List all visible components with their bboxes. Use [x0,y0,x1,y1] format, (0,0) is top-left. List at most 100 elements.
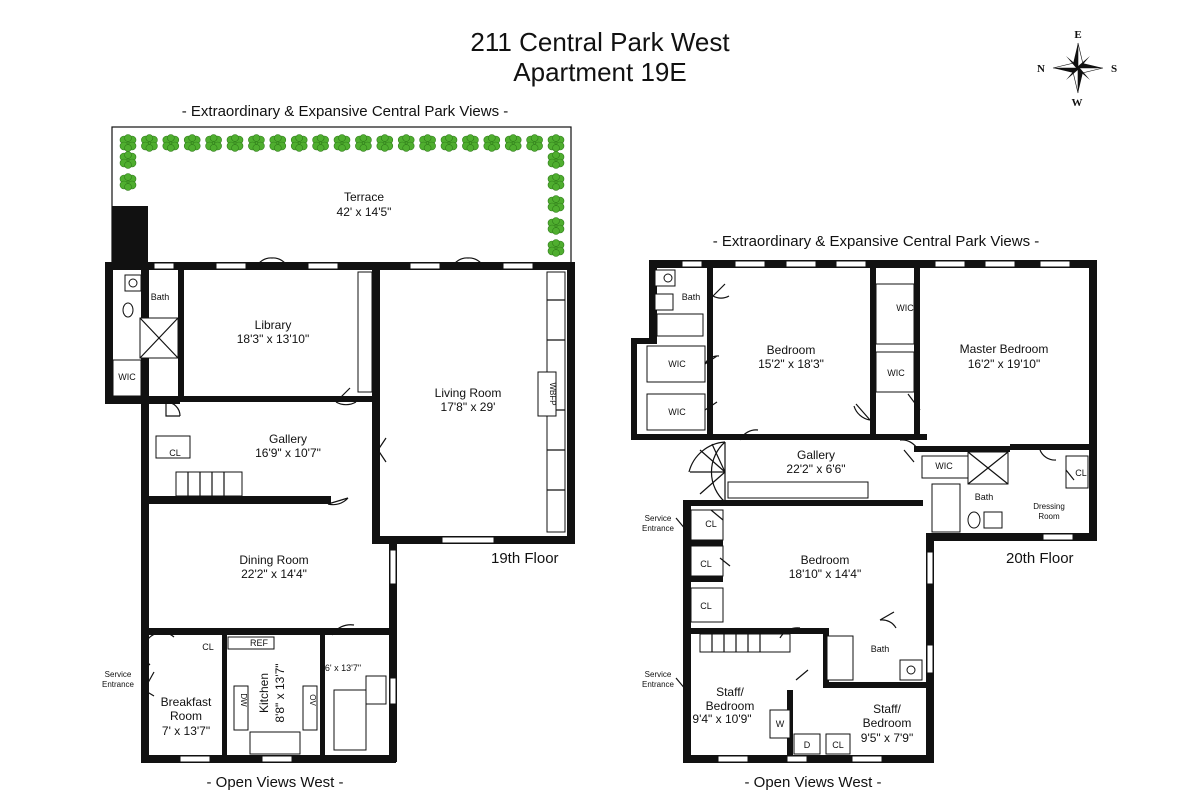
living-room-dims: 17'8" x 29' [441,400,496,414]
floor20-wic-c-label: WIC [896,303,914,313]
planter-shrub-icon [419,134,436,152]
floor20-service-entrance-b-line2: Entrance [642,680,675,689]
compass-west-label: W [1072,97,1083,109]
planter-shrub-icon [547,239,565,257]
compass-south-label: S [1111,63,1117,75]
planter-shrub-icon [376,134,394,152]
planter-shrub-icon [248,134,265,152]
floor20-closet2-label: CL [700,559,712,569]
staff-bedroom2-line2: Bedroom [863,716,912,730]
planter-shrub-icon [504,134,522,152]
breakfast-room-dims: 7' x 13'7" [162,724,210,738]
library-dims: 18'3" x 13'10" [237,332,310,346]
planter-shrub-icon [547,134,565,152]
living-room-name: Living Room [435,386,502,400]
planter-shrub-icon [440,134,458,152]
floor19-bath-label: Bath [151,292,170,302]
floor20-top-view-caption: - Extraordinary & Expansive Central Park… [713,233,1040,250]
planter-shrub-icon [119,173,137,191]
staff-bedroom1-line1: Staff/ [716,685,744,699]
floor20-closet4-label: CL [832,740,844,750]
planter-shrub-icon [162,134,180,152]
planter-shrub-icon [483,134,501,152]
staff-bedroom1-line2: Bedroom [706,699,755,713]
floor20-wic-b-label: WIC [668,407,686,417]
planter-shrub-icon [547,151,565,169]
floor19-closet-label: CL [169,448,181,458]
floor20-bath-mid-label: Bath [975,492,994,502]
floor19-service-entrance-line2: Entrance [102,680,135,689]
staff-bedroom2-line1: Staff/ [873,702,901,716]
bedroom1-dims: 15'2" x 18'3" [758,357,824,371]
dw-label: DW [239,693,248,707]
floor19-label: 19th Floor [491,550,559,567]
floor20-service-entrance-a-line2: Entrance [642,524,675,533]
floor20-bottom-view-caption: - Open Views West - [745,774,882,791]
gallery19-name: Gallery [269,432,307,446]
floor-19-plan: - Extraordinary & Expansive Central Park… [102,103,575,791]
planter-shrub-icon [462,134,479,152]
floor20-wic-a-label: WIC [668,359,686,369]
ov-label: OV [308,694,317,706]
planter-shrub-icon [205,134,222,152]
bedroom2-name: Bedroom [801,553,850,567]
library-name: Library [255,318,292,332]
plan-title-address: 211 Central Park West [470,27,730,57]
planter-shrub-icon [397,134,415,152]
plan-title-apartment: Apartment 19E [513,57,687,87]
floor20-service-entrance-b-line1: Service [645,670,672,679]
floor19-bottom-view-caption: - Open Views West - [207,774,344,791]
floor20-label: 20th Floor [1006,550,1074,567]
planter-shrub-icon [547,217,565,235]
kitchen-dims: 8'8" x 13'7" [273,663,287,722]
breakfast-room-name2: Room [170,709,202,723]
planter-shrub-icon [547,195,565,213]
terrace-dims: 42' x 14'5" [337,205,392,219]
gallery20-name: Gallery [797,448,835,462]
dressing-room-line2: Room [1038,512,1060,521]
ref-label: REF [250,638,269,648]
floor20-service-entrance-a-line1: Service [645,514,672,523]
dryer-label: D [804,740,811,750]
planter-shrub-icon [183,134,201,152]
gallery19-dims: 16'9" x 10'7" [255,446,321,460]
bedroom1-name: Bedroom [767,343,816,357]
dressing-room-line1: Dressing [1033,502,1065,511]
master-bedroom-name: Master Bedroom [960,342,1049,356]
terrace-name: Terrace [344,190,384,204]
staff-bedroom1-dims: 9'4" x 10'9" [692,712,751,726]
floor-20-plan: - Extraordinary & Expansive Central Park… [631,233,1097,791]
terrace-planters [119,134,565,257]
breakfast-room-name1: Breakfast [161,695,212,709]
floor20-closet1-label: CL [705,519,717,529]
planter-shrub-icon [141,134,158,152]
dining-room-name: Dining Room [239,553,308,567]
planter-shrub-icon [355,134,372,152]
floor19-closet-label-2: CL [202,642,214,652]
planter-shrub-icon [312,134,329,152]
staff-bedroom2-dims: 9'5" x 7'9" [861,731,913,745]
compass-rose-icon [1052,42,1104,94]
planter-shrub-icon [119,134,137,152]
floor19-top-view-caption: - Extraordinary & Expansive Central Park… [182,103,509,120]
planter-shrub-icon [547,173,565,191]
kitchen-name: Kitchen [257,673,271,713]
planter-shrub-icon [290,134,308,152]
master-bedroom-dims: 16'2" x 19'10" [968,357,1041,371]
planter-shrub-icon [269,134,287,152]
pantry-dims: 6' x 13'7" [325,663,361,673]
floor19-service-entrance-line1: Service [105,670,132,679]
planter-shrub-icon [333,134,351,152]
bedroom2-dims: 18'10" x 14'4" [789,567,862,581]
compass-north-label: N [1037,63,1045,75]
wbfp-label: WBFP [548,382,557,405]
planter-shrub-icon [526,134,543,152]
gallery20-dims: 22'2" x 6'6" [786,462,845,476]
compass-east-label: E [1074,29,1081,41]
floor20-wic-d-label: WIC [887,368,905,378]
washer-label: W [776,719,785,729]
dining-room-dims: 22'2" x 14'4" [241,567,307,581]
floor20-closet3-label: CL [700,601,712,611]
planter-shrub-icon [119,151,137,169]
